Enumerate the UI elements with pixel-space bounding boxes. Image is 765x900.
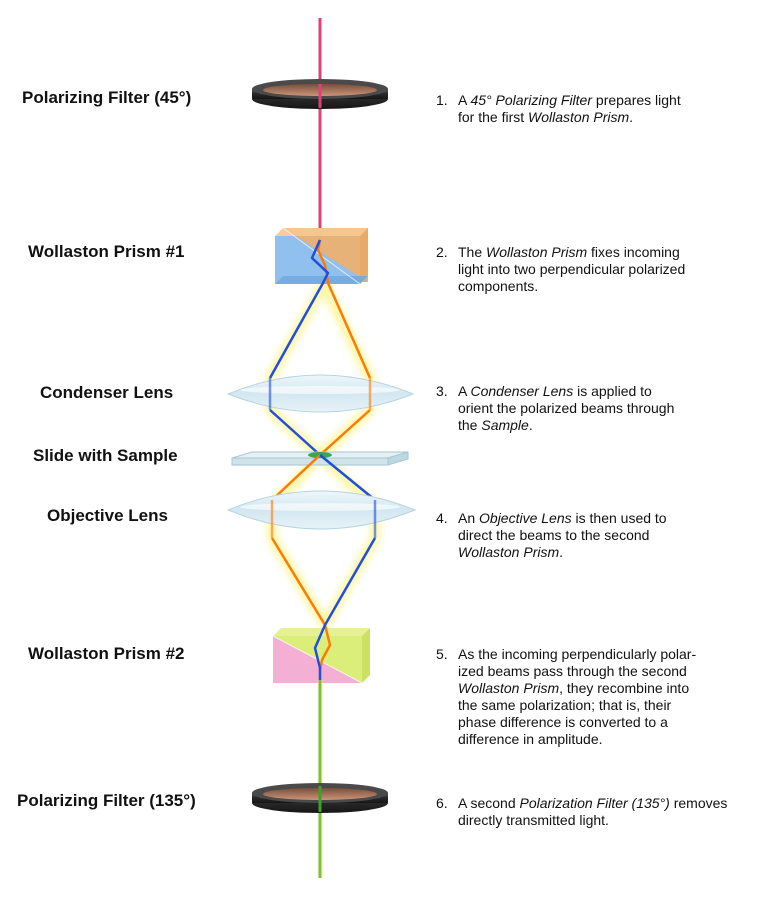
polarizing-filter-135-icon [252,783,388,813]
step-text-run: . [559,544,564,560]
beam-blue-to-sample [269,409,321,456]
step-text-line: the Sample. [458,417,674,434]
step-text-run: An [458,510,480,526]
beam-blue-lower [313,537,377,680]
step-text-run: direct the beams to the second [458,527,650,543]
wollaston-prism-2-icon [272,628,370,684]
step-text-run: . [528,417,533,433]
label-polarizing-filter-45: Polarizing Filter (45°) [22,88,192,107]
step-number: 2. [436,244,448,260]
wollaston-prism-1-icon [275,227,368,285]
step-text-line: ized beams pass through the second [458,663,696,680]
step-term: Condenser Lens [470,383,574,399]
step-number: 5. [436,646,448,662]
label-wollaston-prism-2: Wollaston Prism #2 [28,644,185,663]
step-text-run: the same polarization; that is, their [458,697,672,713]
slide-with-sample-icon [231,451,409,466]
step-text-line: orient the polarized beams through [458,400,674,417]
step-term: 45° Polarizing Filter [470,92,593,108]
step-text-run: components. [458,278,539,294]
beam-orange-from-sample [271,454,321,501]
step-text-run: As the incoming perpendicularly polar- [458,646,697,662]
step-text-line: The Wollaston Prism fixes incoming [458,244,685,261]
label-polarizing-filter-135: Polarizing Filter (135°) [17,791,196,810]
step-text-line: for the first Wollaston Prism. [458,109,681,126]
step-text-line: direct the beams to the second [458,527,667,544]
step-term: Wollaston Prism [486,244,588,260]
beam-blue-from-sample [319,454,376,501]
step-text-line: A second Polarization Filter (135°) remo… [458,795,727,812]
objective-lens-icon [226,490,417,530]
step-term: Wollaston Prism [458,544,560,560]
step-text-line: directly transmitted light. [458,812,727,829]
step-term: Objective Lens [479,510,572,526]
step-text-line: Wollaston Prism, they recombine into [458,680,696,697]
label-condenser-lens: Condenser Lens [40,383,174,402]
step-text-run: . [629,109,634,125]
step-text-line: phase difference is converted to a [458,714,696,731]
step-text-line: A 45° Polarizing Filter prepares light [458,92,681,109]
step-text-run: is applied to [573,383,652,399]
step-text-line: An Objective Lens is then used to [458,510,667,527]
step-text-line: light into two perpendicular polarized [458,261,685,278]
label-wollaston-prism-1: Wollaston Prism #1 [28,242,185,261]
step-text-run: difference in amplitude. [458,731,603,747]
step-text-line: Wollaston Prism. [458,544,667,561]
step-text-run: light into two perpendicular polarized [458,261,686,277]
step-term: Sample [481,417,529,433]
step-text-run: A [458,383,471,399]
step-text-line: components. [458,278,685,295]
step-text-run: A [458,92,471,108]
step-number: 4. [436,510,448,526]
step-text-run: , they recombine into [559,680,690,696]
polarizing-filter-45-icon [252,79,388,109]
beam-orange-to-sample [319,409,371,456]
step-number: 6. [436,795,448,811]
step-text-run: The [458,244,487,260]
step-text-run: directly transmitted light. [458,812,609,828]
step-term: Wollaston Prism [458,680,560,696]
condenser-lens-icon [226,374,415,413]
step-text-line: difference in amplitude. [458,731,696,748]
step-text-run: phase difference is converted to a [458,714,668,730]
step-text-run: orient the polarized beams through [458,400,675,416]
beam-blue-upper [268,239,330,379]
step-number: 1. [436,92,448,108]
step-text-run: fixes incoming [587,244,680,260]
step-text: A second Polarization Filter (135°) remo… [458,795,727,829]
step-number: 3. [436,383,448,399]
label-objective-lens: Objective Lens [47,506,168,525]
step-text-run: prepares light [592,92,681,108]
step-text-run: removes [669,795,728,811]
beam-orange-lower [270,537,332,671]
step-text-run: ized beams pass through the second [458,663,687,679]
step-term: Wollaston Prism [528,109,630,125]
step-text-run: A second [458,795,520,811]
step-text-run: the [458,417,482,433]
step-text-run: is then used to [571,510,667,526]
label-slide-with-sample: Slide with Sample [33,446,178,465]
step-text-line: As the incoming perpendicularly polar- [458,646,696,663]
beam-orange-upper [316,239,372,379]
step-text-run: for the first [458,109,529,125]
step-text-line: the same polarization; that is, their [458,697,696,714]
step-text: As the incoming perpendicularly polar-iz… [458,646,696,748]
step-term: Polarization Filter (135°) [519,795,670,811]
step-text-line: A Condenser Lens is applied to [458,383,674,400]
beam-glow [265,259,380,680]
